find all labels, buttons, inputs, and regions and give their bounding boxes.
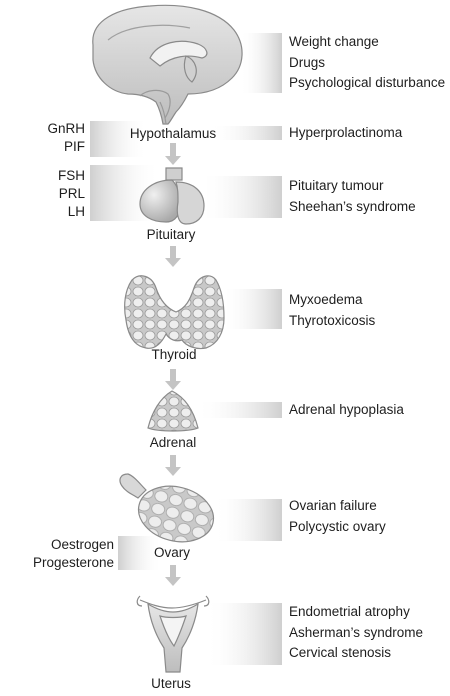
cause-list-uterus: Endometrial atrophy Asherman’s syndrome …: [289, 602, 423, 664]
cause-list-adrenal: Adrenal hypoplasia: [289, 400, 404, 421]
hormone-list-pituitary: FSH PRL LH: [58, 167, 85, 221]
arrow-thyroid-adrenal: [165, 369, 181, 390]
cause-bars: [196, 33, 282, 665]
organ-label-pituitary: Pituitary: [146, 227, 196, 242]
organ-label-uterus: Uterus: [151, 676, 191, 691]
hormone-item: GnRH: [47, 121, 85, 136]
arrow-pituitary-thyroid: [165, 246, 181, 267]
cause-item: Asherman’s syndrome: [289, 624, 424, 640]
organ-label-adrenal: Adrenal: [149, 435, 197, 450]
cause-list-thyroid: Myxoedema Thyrotoxicosis: [289, 290, 375, 331]
flow-arrows: [165, 143, 181, 586]
hormone-item: PRL: [58, 186, 85, 201]
hormone-item: Progesterone: [32, 555, 114, 570]
pituitary-illustration: [139, 167, 205, 225]
cause-item: Ovarian failure: [289, 498, 377, 513]
cause-bar-adrenal: [196, 402, 282, 418]
cause-item: Psychological disturbance: [289, 75, 446, 90]
cause-item: Pituitary tumour: [289, 178, 384, 193]
organ-label-ovary: Ovary: [153, 545, 190, 560]
cause-item: Hyperprolactinoma: [289, 125, 403, 140]
hormone-item: FSH: [58, 168, 85, 183]
cause-item: Thyrotoxicosis: [289, 312, 376, 328]
hormone-item: Oestrogen: [50, 537, 114, 552]
uterus-illustration: [136, 595, 210, 673]
organ-label-hypothalamus: Hypothalamus: [129, 126, 217, 141]
cause-list-pituitary: Pituitary tumour Sheehan’s syndrome: [289, 176, 416, 217]
cause-item: Sheehan’s syndrome: [289, 198, 416, 214]
cause-item: Myxoedema: [289, 292, 363, 307]
cause-bar-hypothalamus: [210, 126, 282, 140]
cause-list-ovary: Ovarian failure Polycystic ovary: [289, 496, 386, 537]
cause-item: Polycystic ovary: [289, 518, 386, 534]
arrow-hypothalamus-pituitary: [165, 143, 181, 165]
adrenal-illustration: [147, 390, 199, 432]
arrow-ovary-uterus: [165, 565, 181, 586]
cause-bar-uterus: [206, 603, 282, 665]
hormone-list-ovary: Oestrogen Progesterone: [33, 536, 114, 572]
cause-bar-pituitary: [200, 176, 282, 218]
cause-item: Drugs: [289, 54, 326, 70]
cause-item: Cervical stenosis: [289, 645, 392, 660]
cause-bar-brain: [240, 33, 282, 93]
cause-bar-thyroid: [222, 289, 282, 329]
organ-label-thyroid: Thyroid: [151, 347, 197, 362]
hormone-item: PIF: [63, 139, 85, 154]
cause-item: Endometrial atrophy: [289, 604, 410, 619]
arrow-adrenal-ovary: [165, 455, 181, 476]
hormone-list-hypothalamus: GnRH PIF: [47, 120, 85, 156]
hormone-item: LH: [67, 204, 85, 219]
brain-illustration: [92, 4, 243, 125]
thyroid-illustration: [124, 275, 225, 350]
cause-list-brain: Weight change Drugs Psychological distur…: [289, 32, 445, 94]
hormone-bar-hypothalamus: [90, 121, 148, 157]
cause-list-hypothalamus: Hyperprolactinoma: [289, 123, 402, 144]
cause-bar-ovary: [214, 499, 282, 541]
cause-item: Adrenal hypoplasia: [289, 402, 404, 417]
cause-item: Weight change: [289, 34, 379, 49]
ovary-illustration: [119, 473, 215, 543]
hormone-bar-ovary: [118, 536, 162, 570]
